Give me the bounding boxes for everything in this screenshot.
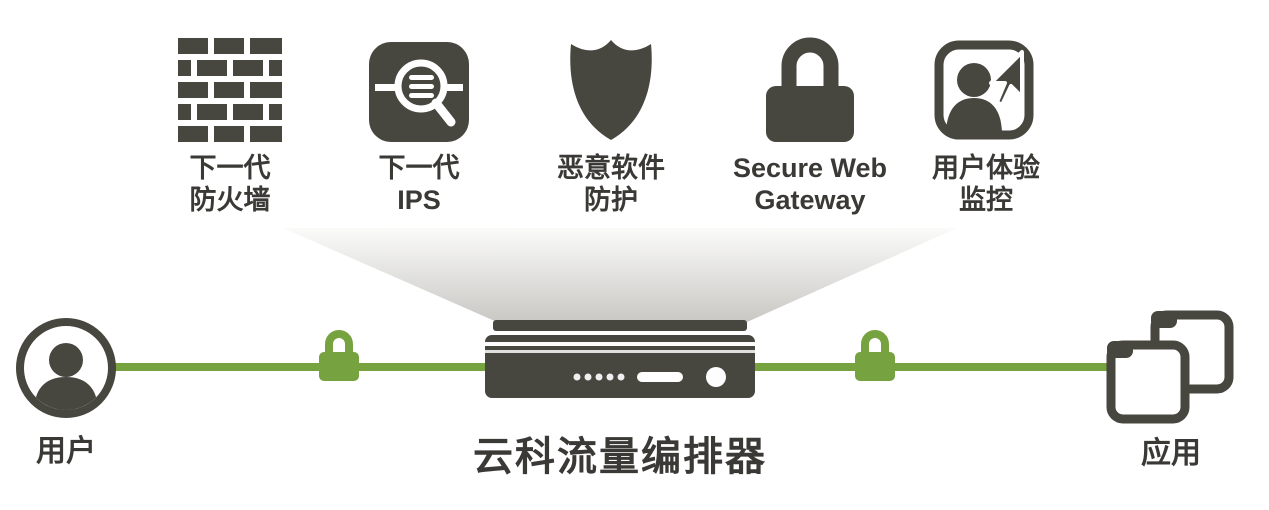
service-user-experience-monitoring: 用户体验 监控 <box>901 18 1071 217</box>
orchestrator-label: 云科流量编排器 <box>473 435 767 479</box>
magnifier-ips-icon <box>369 42 469 142</box>
service-malware-protection: 恶意软件 防护 <box>526 18 696 217</box>
service-next-gen-firewall: 下一代 防火墙 <box>145 18 315 217</box>
shield-malware-icon <box>570 40 652 140</box>
right-green-lock-icon <box>855 330 895 381</box>
secure-web-gateway-lock-icon <box>766 37 854 142</box>
user-label: 用户 <box>36 435 96 468</box>
network-appliance-icon <box>485 320 755 398</box>
service-label-next-gen-firewall: 下一代 防火墙 <box>189 153 271 216</box>
service-label-next-gen-ips: 下一代 IPS <box>378 153 460 216</box>
apps-icon <box>1106 310 1234 424</box>
service-next-gen-ips: 下一代 IPS <box>334 18 504 217</box>
user-experience-monitor-icon <box>934 40 1034 140</box>
service-label-user-experience-monitoring: 用户体验 监控 <box>932 153 1040 216</box>
service-label-malware-protection: 恶意软件 防护 <box>557 153 665 216</box>
app-label: 应用 <box>1141 437 1201 470</box>
service-label-secure-web-gateway: Secure Web Gateway <box>732 153 888 216</box>
service-secure-web-gateway: Secure Web Gateway <box>725 18 895 217</box>
user-circle-icon <box>16 318 116 418</box>
brick-wall-firewall-icon <box>178 38 282 142</box>
funnel-shape <box>283 228 957 322</box>
left-green-lock-icon <box>319 330 359 381</box>
